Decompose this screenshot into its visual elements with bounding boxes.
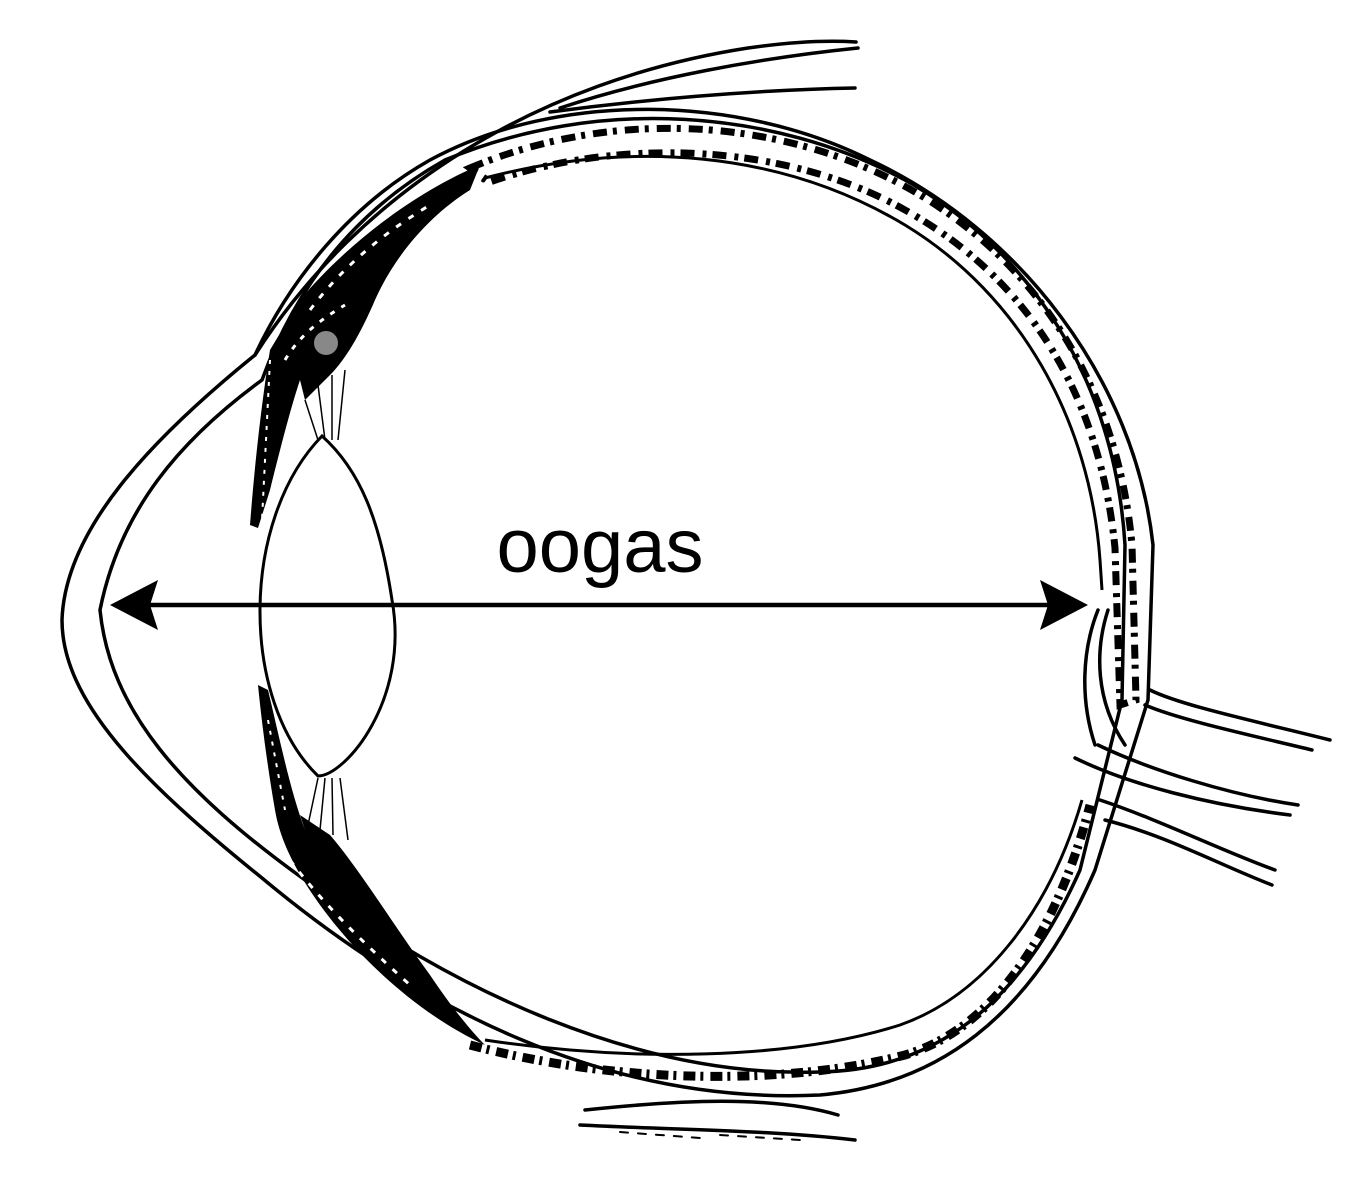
- axial-length-label: oogas: [496, 504, 703, 589]
- upper-muscle: [253, 39, 860, 357]
- retina: [480, 154, 1104, 1056]
- lower-muscle: [578, 798, 1277, 1142]
- choroid-band: [462, 124, 1140, 1081]
- sclera: [60, 107, 1155, 1098]
- zonular-fibers: [304, 369, 349, 841]
- double-headed-arrow-icon: [110, 580, 1088, 630]
- optic-nerve: [1073, 608, 1332, 817]
- ciliary-body-lower: [258, 685, 485, 1045]
- ciliary-body-upper: [250, 165, 480, 528]
- schlemm-canal-dot: [312, 329, 340, 357]
